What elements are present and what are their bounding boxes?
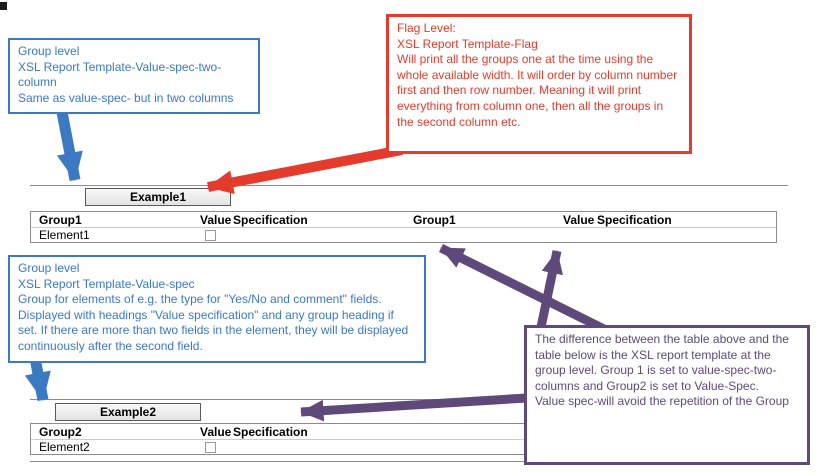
col-header-group1-right: Group1	[413, 213, 456, 227]
blue-arrow-to-example2	[24, 356, 51, 402]
blue-arrow-to-example1	[56, 110, 83, 182]
col-header-value: Value	[200, 425, 232, 439]
element2-label: Element2	[39, 440, 90, 454]
callout-line: Group for elements of e.g. the type for …	[18, 292, 382, 307]
callout-body: Will print all the groups one at the tim…	[397, 52, 678, 129]
col-header-value-left: Value	[200, 213, 232, 227]
callout-title: Flag Level:	[397, 21, 456, 35]
element1-label: Element1	[39, 228, 90, 242]
callout-group-level-value-spec: Group level XSL Report Template-Value-sp…	[8, 255, 426, 363]
corner-mark	[0, 2, 7, 10]
callout-line: Same as value-spec- but in two columns	[18, 90, 234, 105]
col-header-group2: Group2	[39, 425, 82, 439]
callout-line: XSL Report Template-Value-spec-two-colum…	[18, 59, 222, 90]
example2-group-header: Example2	[55, 403, 201, 421]
col-header-spec-right: Specification	[597, 213, 672, 227]
callout-flag-level: Flag Level: XSL Report Template-Flag Wil…	[386, 14, 692, 154]
col-header-value-right: Value	[563, 213, 595, 227]
callout-title: Group level	[18, 261, 80, 275]
callout-line: XSL Report Template-Value-spec	[18, 276, 195, 291]
element1-checkbox[interactable]	[205, 230, 216, 241]
rule-above-example1	[30, 185, 788, 186]
callout-difference-note: The difference between the table above a…	[524, 325, 810, 465]
red-arrow-to-example1	[207, 145, 403, 195]
col-header-spec-left: Specification	[233, 213, 308, 227]
callout-title: Group level	[18, 44, 80, 58]
col-header-group1-left: Group1	[39, 213, 82, 227]
col-header-spec: Specification	[233, 425, 308, 439]
header-separator	[31, 227, 776, 228]
header-separator	[31, 439, 776, 440]
rule-bottom	[30, 461, 788, 462]
callout-line: Displayed with headings "Value specifica…	[18, 307, 409, 353]
callout-body: The difference between the table above a…	[535, 332, 789, 393]
callout-body: Value spec-will avoid the repetition of …	[535, 394, 789, 409]
example1-table: Group1 Value Specification Group1 Value …	[30, 211, 777, 243]
purple-arrow-to-example2-table	[300, 393, 528, 422]
element2-checkbox[interactable]	[205, 442, 216, 453]
purple-arrow-to-value-spec-column	[535, 250, 563, 333]
callout-group-level-two-column: Group level XSL Report Template-Value-sp…	[8, 38, 260, 115]
callout-line: XSL Report Template-Flag	[397, 36, 538, 51]
example1-group-header: Example1	[85, 188, 231, 206]
purple-arrow-to-group1-column	[438, 243, 613, 337]
